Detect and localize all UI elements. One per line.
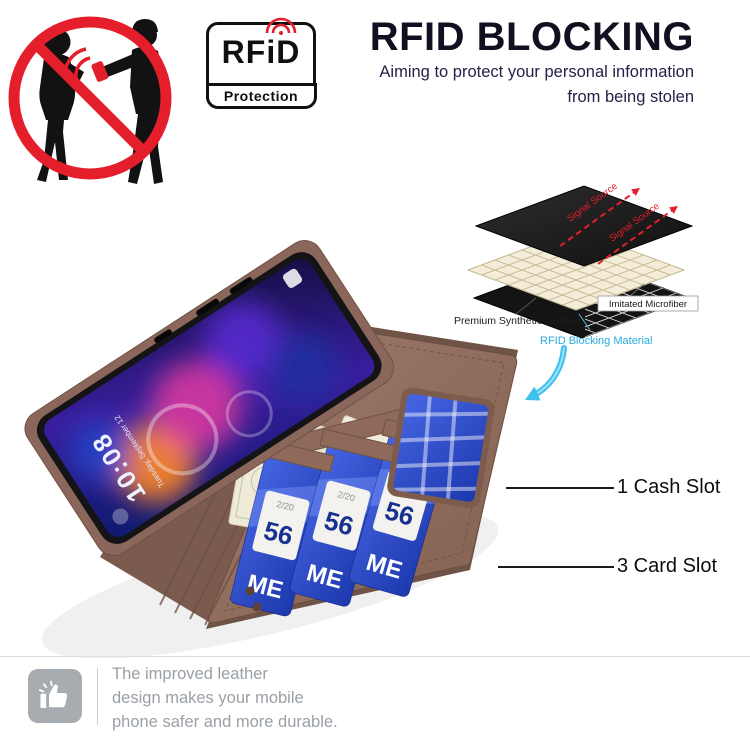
clasp-dot bbox=[245, 586, 255, 596]
pointer-arrow-icon bbox=[525, 345, 567, 401]
footer-line-2: design makes your mobile bbox=[112, 688, 304, 707]
card-slot-leader bbox=[498, 566, 614, 568]
footer-divider bbox=[0, 656, 750, 657]
footer-separator bbox=[97, 668, 98, 725]
material-layers-diagram: Signal Source Signal Source Premium Synt… bbox=[454, 181, 699, 401]
footer-line-1: The improved leather bbox=[112, 665, 268, 683]
skimmer-signal-icon bbox=[63, 47, 109, 82]
prohibition-sign bbox=[8, 16, 172, 180]
rfid-protection-badge: RFiD Protection bbox=[205, 17, 317, 109]
cash-slot-leader bbox=[506, 487, 614, 489]
rfid-signal-icon bbox=[265, 17, 297, 35]
subtitle-line-1: Aiming to protect your personal informat… bbox=[379, 63, 694, 81]
microfiber-label: Imitated Microfiber bbox=[609, 299, 687, 310]
layer-leather bbox=[474, 185, 694, 267]
card-1: 2/20 56 ME bbox=[230, 447, 328, 617]
card-expiry: 2/20 bbox=[276, 499, 295, 513]
premium-leather-label: Premium Synthetic Leather bbox=[454, 315, 581, 327]
page-title: RFID BLOCKING bbox=[369, 15, 694, 59]
footer-line-3: phone safer and more durable. bbox=[112, 712, 338, 731]
id-window-card bbox=[387, 387, 495, 509]
subtitle-line-2: from being stolen bbox=[567, 88, 694, 107]
badge-label: Protection bbox=[205, 82, 317, 109]
footer-text: The improved leather design makes your m… bbox=[112, 663, 338, 735]
heading: RFID BLOCKING Aiming to protect your per… bbox=[322, 16, 694, 109]
product-photo: 2/20 56 ME 2/20 56 ME 2/20 56 ME bbox=[24, 240, 518, 659]
badge-brand: RFiD bbox=[221, 34, 301, 70]
thumbs-up-badge bbox=[28, 669, 82, 723]
card-2: 2/20 56 ME bbox=[289, 438, 389, 607]
card-expiry: 2/20 bbox=[336, 489, 356, 503]
card-slot-callout: 3 Card Slot bbox=[617, 555, 718, 577]
clasp-dot bbox=[252, 602, 262, 612]
phone: 10:08 Tuesday, September 12 bbox=[24, 240, 394, 557]
anti-theft-illustration bbox=[8, 16, 172, 184]
card-number: 56 bbox=[261, 515, 296, 551]
thumbs-up-icon bbox=[38, 680, 68, 708]
cash-slot-callout: 1 Cash Slot bbox=[617, 476, 721, 498]
rfid-material-label: RFID Blocking Material bbox=[540, 335, 652, 347]
phone-buttons bbox=[154, 277, 253, 343]
wallpaper bbox=[70, 268, 338, 525]
